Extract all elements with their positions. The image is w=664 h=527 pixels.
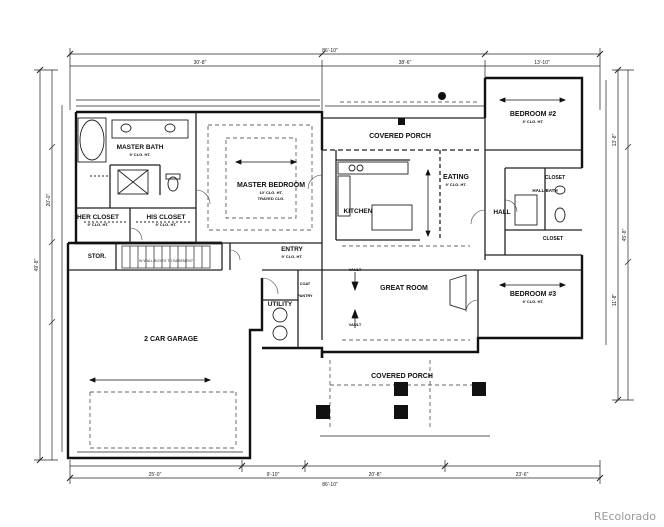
label-utility: UTILITY [268, 301, 293, 308]
bathtub-icon [79, 119, 105, 161]
label-master-bath: MASTER BATH [117, 144, 164, 151]
label-vault-a: VAULT [349, 267, 362, 272]
arrows [88, 97, 567, 383]
label-stor: STOR. [88, 254, 107, 260]
dimension-lines [34, 48, 634, 484]
stairs: IN WALL BOXES TO BASEMENT [121, 245, 211, 269]
label-great-room: GREAT ROOM [380, 285, 428, 292]
label-master-bath-sub: 9' CLG. HT. [130, 152, 151, 157]
stair-note: IN WALL BOXES TO BASEMENT [139, 259, 194, 263]
dim-bottom-overall: 86'-10" [322, 482, 338, 488]
sink-icon [120, 123, 132, 133]
watermark-text: REcolorado [594, 510, 656, 523]
toilet-icon [554, 207, 566, 223]
label-vault-b: VAULT [349, 322, 362, 327]
label-covered-porch-top: COVERED PORCH [369, 133, 431, 140]
label-bedroom-3-sub: 9' CLG. HT. [523, 299, 544, 304]
label-hall: HALL [493, 209, 510, 216]
label-entry: ENTRY [281, 246, 303, 253]
dim-right-a: 13'-8" [612, 133, 618, 146]
label-bedroom-3: BEDROOM #3 [510, 291, 556, 298]
label-closet-b: CLOSET [543, 236, 563, 242]
label-her-closet-sub: 9' CLG. HT. [88, 222, 109, 227]
dim-left-a: 20'-0" [46, 193, 52, 206]
label-hall-bath: HALL BATH [532, 188, 557, 193]
toilet-icon [167, 176, 179, 192]
sink-icon [164, 123, 176, 133]
label-garage: 2 CAR GARAGE [144, 336, 198, 343]
dim-bottom-b: 9'-10" [267, 472, 280, 478]
label-covered-porch-bottom: COVERED PORCH [371, 373, 433, 380]
label-coat: COAT [300, 282, 311, 286]
label-entry-sub: 9' CLG. HT. [282, 254, 303, 259]
dimension-labels: 86'-10" 30'-8" 38'-6" 13'-10" 86'-10" 25… [34, 48, 628, 488]
room-labels: MASTER BATH 9' CLG. HT. MASTER BEDROOM 1… [77, 111, 565, 380]
label-kitchen: KITCHEN [344, 208, 373, 215]
label-pantry: PANTRY [297, 294, 313, 298]
label-bedroom-2-sub: 9' CLG. HT. [523, 119, 544, 124]
porch-posts [316, 92, 486, 419]
label-master-bedroom-sub: 10' CLG. HT. [259, 190, 282, 195]
label-master-bedroom-sub2: TRAYED CLG. [258, 196, 285, 201]
dim-right-b: 11'-8" [612, 294, 618, 307]
label-eating: EATING [443, 174, 469, 181]
label-his-closet-sub: 9' CLG. HT. [156, 222, 177, 227]
dim-top-left: 30'-8" [194, 60, 207, 66]
label-closet-a: CLOSET [545, 175, 565, 181]
dim-bottom-c: 20'-8" [369, 472, 382, 478]
label-his-closet: HIS CLOSET [146, 214, 185, 221]
dim-left-overall: 49'-8" [34, 258, 40, 271]
label-bedroom-2: BEDROOM #2 [510, 111, 556, 118]
dim-bottom-d: 23'-6" [516, 472, 529, 478]
dim-bottom-a: 25'-0" [149, 472, 162, 478]
label-her-closet: HER CLOSET [77, 214, 119, 221]
fixtures [77, 117, 566, 341]
sink-icon [554, 185, 566, 195]
label-master-bedroom: MASTER BEDROOM [237, 182, 305, 189]
label-eating-sub: 9' CLG. HT. [446, 182, 467, 187]
dim-top-right: 13'-10" [534, 60, 550, 66]
dim-overall-top: 86'-10" [322, 48, 338, 54]
doors [129, 174, 518, 313]
dim-top-mid: 38'-6" [399, 60, 412, 66]
dim-right-overall: 45'-8" [622, 228, 628, 241]
